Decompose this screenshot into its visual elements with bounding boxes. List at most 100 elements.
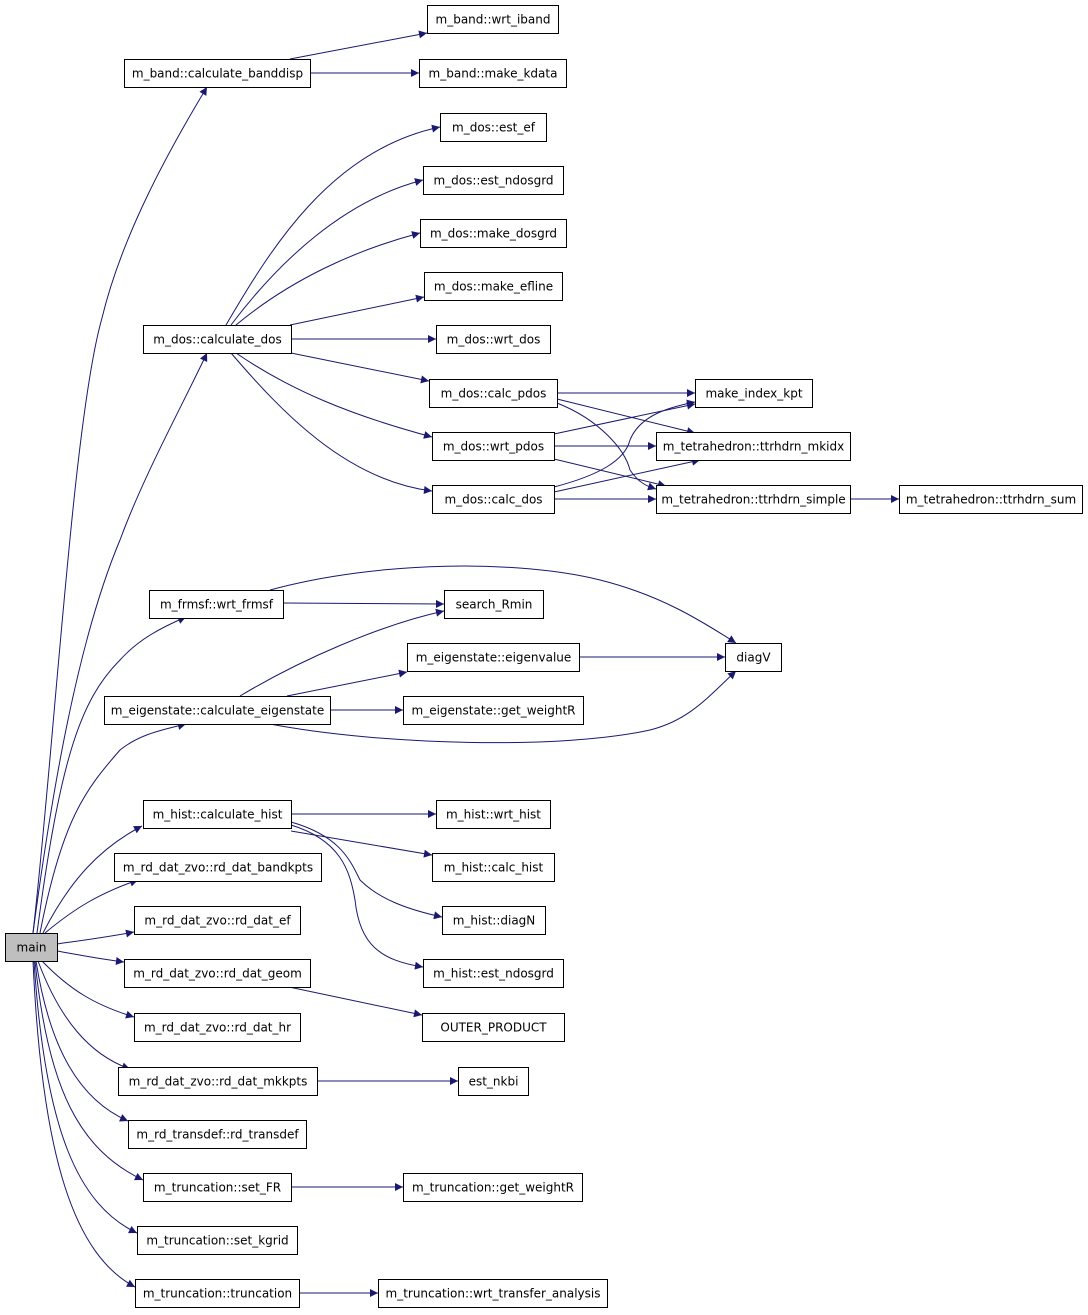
edge-dos_calc_pdos-to-tet_simple xyxy=(556,402,657,491)
node-eig_calc[interactable]: m_eigenstate::calculate_eigenstate xyxy=(104,696,331,725)
node-box[interactable] xyxy=(128,1120,307,1149)
edge-eig_calc-to-search_rmin xyxy=(239,608,445,697)
node-box[interactable] xyxy=(432,432,555,461)
node-box[interactable] xyxy=(436,325,551,354)
node-box[interactable] xyxy=(134,1013,301,1042)
node-dos_calc_dos[interactable]: m_dos::calc_dos xyxy=(432,485,555,514)
node-trunc_set_kgrid[interactable]: m_truncation::set_kgrid xyxy=(137,1226,298,1255)
node-box[interactable] xyxy=(420,219,567,248)
node-main[interactable]: main xyxy=(5,933,58,962)
node-box[interactable] xyxy=(436,800,551,829)
node-label: m_band::wrt_iband xyxy=(436,13,551,27)
node-box[interactable] xyxy=(407,643,580,672)
node-box[interactable] xyxy=(656,485,851,514)
node-box[interactable] xyxy=(149,590,284,619)
node-diagv[interactable]: diagV xyxy=(725,643,782,672)
node-band_wrt_iband[interactable]: m_band::wrt_iband xyxy=(427,5,559,34)
node-rd_bandkpts[interactable]: m_rd_dat_zvo::rd_dat_bandkpts xyxy=(114,853,322,882)
node-box[interactable] xyxy=(378,1279,608,1308)
node-trunc_weightr[interactable]: m_truncation::get_weightR xyxy=(403,1173,583,1202)
node-box[interactable] xyxy=(403,1173,583,1202)
node-box[interactable] xyxy=(432,853,555,882)
node-box[interactable] xyxy=(423,959,564,988)
node-box[interactable] xyxy=(422,1013,565,1042)
node-box[interactable] xyxy=(440,113,547,142)
node-hist_diagn[interactable]: m_hist::diagN xyxy=(442,906,546,935)
node-frmsf_wrt[interactable]: m_frmsf::wrt_frmsf xyxy=(149,590,284,619)
node-box[interactable] xyxy=(114,853,322,882)
node-box[interactable] xyxy=(432,485,555,514)
node-box[interactable] xyxy=(444,590,544,619)
edge-dos_wrt_pdos-to-make_index_kpt xyxy=(553,401,696,435)
node-box[interactable] xyxy=(143,800,292,829)
node-box[interactable] xyxy=(899,485,1083,514)
node-box[interactable] xyxy=(429,379,558,408)
node-dos_est_ndosgrd[interactable]: m_dos::est_ndosgrd xyxy=(423,166,564,195)
node-band_calc[interactable]: m_band::calculate_banddisp xyxy=(124,59,311,88)
node-hist_est_ndosgrd[interactable]: m_hist::est_ndosgrd xyxy=(423,959,564,988)
node-box[interactable] xyxy=(725,643,782,672)
node-tet_mkidx[interactable]: m_tetrahedron::ttrhdrn_mkidx xyxy=(656,432,851,461)
node-est_nkbi[interactable]: est_nkbi xyxy=(458,1067,529,1096)
node-trunc_truncation[interactable]: m_truncation::truncation xyxy=(135,1279,300,1308)
node-label: m_dos::est_ndosgrd xyxy=(433,174,553,188)
node-rd_mkkpts[interactable]: m_rd_dat_zvo::rd_dat_mkkpts xyxy=(118,1067,318,1096)
node-rd_ef[interactable]: m_rd_dat_zvo::rd_dat_ef xyxy=(134,906,301,935)
node-label: m_truncation::set_FR xyxy=(154,1181,281,1195)
node-box[interactable] xyxy=(143,1173,292,1202)
node-dos_make_dosgrd[interactable]: m_dos::make_dosgrd xyxy=(420,219,567,248)
node-box[interactable] xyxy=(442,906,546,935)
node-make_index_kpt[interactable]: make_index_kpt xyxy=(695,379,813,408)
node-outer_product[interactable]: OUTER_PRODUCT xyxy=(422,1013,565,1042)
node-hist_calc_hist[interactable]: m_hist::calc_hist xyxy=(432,853,555,882)
node-label: m_dos::make_dosgrd xyxy=(430,227,557,241)
node-label: m_dos::est_ef xyxy=(452,121,536,135)
node-trunc_wrt_transfer[interactable]: m_truncation::wrt_transfer_analysis xyxy=(378,1279,608,1308)
edge-main-to-trunc_set_fr xyxy=(34,960,144,1181)
edge-rd_geom-to-outer_product xyxy=(288,986,423,1018)
node-dos_est_ef[interactable]: m_dos::est_ef xyxy=(440,113,547,142)
node-box[interactable] xyxy=(124,59,311,88)
node-trunc_set_fr[interactable]: m_truncation::set_FR xyxy=(143,1173,292,1202)
node-rd_geom[interactable]: m_rd_dat_zvo::rd_dat_geom xyxy=(124,959,311,988)
node-rd_transdef[interactable]: m_rd_transdef::rd_transdef xyxy=(128,1120,307,1149)
node-rd_hr[interactable]: m_rd_dat_zvo::rd_dat_hr xyxy=(134,1013,301,1042)
node-box[interactable] xyxy=(143,325,292,354)
node-band_make_kdata[interactable]: m_band::make_kdata xyxy=(419,59,567,88)
node-dos_calc[interactable]: m_dos::calculate_dos xyxy=(143,325,292,354)
node-box[interactable] xyxy=(118,1067,318,1096)
node-search_rmin[interactable]: search_Rmin xyxy=(444,590,544,619)
node-box[interactable] xyxy=(424,272,563,301)
node-box[interactable] xyxy=(5,933,58,962)
edge-dos_wrt_pdos-to-tet_simple xyxy=(553,458,667,489)
node-box[interactable] xyxy=(695,379,813,408)
node-box[interactable] xyxy=(423,166,564,195)
node-hist_wrt[interactable]: m_hist::wrt_hist xyxy=(436,800,551,829)
node-label: make_index_kpt xyxy=(705,387,802,401)
edge-main-to-band_calc xyxy=(32,86,208,934)
node-dos_wrt_dos[interactable]: m_dos::wrt_dos xyxy=(436,325,551,354)
node-dos_wrt_pdos[interactable]: m_dos::wrt_pdos xyxy=(432,432,555,461)
node-box[interactable] xyxy=(137,1226,298,1255)
node-box[interactable] xyxy=(419,59,567,88)
node-box[interactable] xyxy=(403,696,584,725)
node-hist_calc[interactable]: m_hist::calculate_hist xyxy=(143,800,292,829)
node-tet_simple[interactable]: m_tetrahedron::ttrhdrn_simple xyxy=(656,485,851,514)
edge-eig_calc-to-eig_eigenvalue xyxy=(286,669,408,697)
node-label: m_hist::wrt_hist xyxy=(446,808,541,822)
node-box[interactable] xyxy=(458,1067,529,1096)
node-eig_eigenvalue[interactable]: m_eigenstate::eigenvalue xyxy=(407,643,580,672)
node-dos_calc_pdos[interactable]: m_dos::calc_pdos xyxy=(429,379,558,408)
edge-frmsf_wrt-to-search_rmin xyxy=(282,599,445,608)
node-box[interactable] xyxy=(135,1279,300,1308)
node-box[interactable] xyxy=(104,696,331,725)
node-label: m_hist::calculate_hist xyxy=(153,808,283,822)
node-dos_make_efline[interactable]: m_dos::make_efline xyxy=(424,272,563,301)
node-box[interactable] xyxy=(427,5,559,34)
node-label: m_tetrahedron::ttrhdrn_sum xyxy=(906,493,1076,507)
node-tet_sum[interactable]: m_tetrahedron::ttrhdrn_sum xyxy=(899,485,1083,514)
node-box[interactable] xyxy=(134,906,301,935)
node-box[interactable] xyxy=(124,959,311,988)
node-box[interactable] xyxy=(656,432,851,461)
node-eig_weightr[interactable]: m_eigenstate::get_weightR xyxy=(403,696,584,725)
